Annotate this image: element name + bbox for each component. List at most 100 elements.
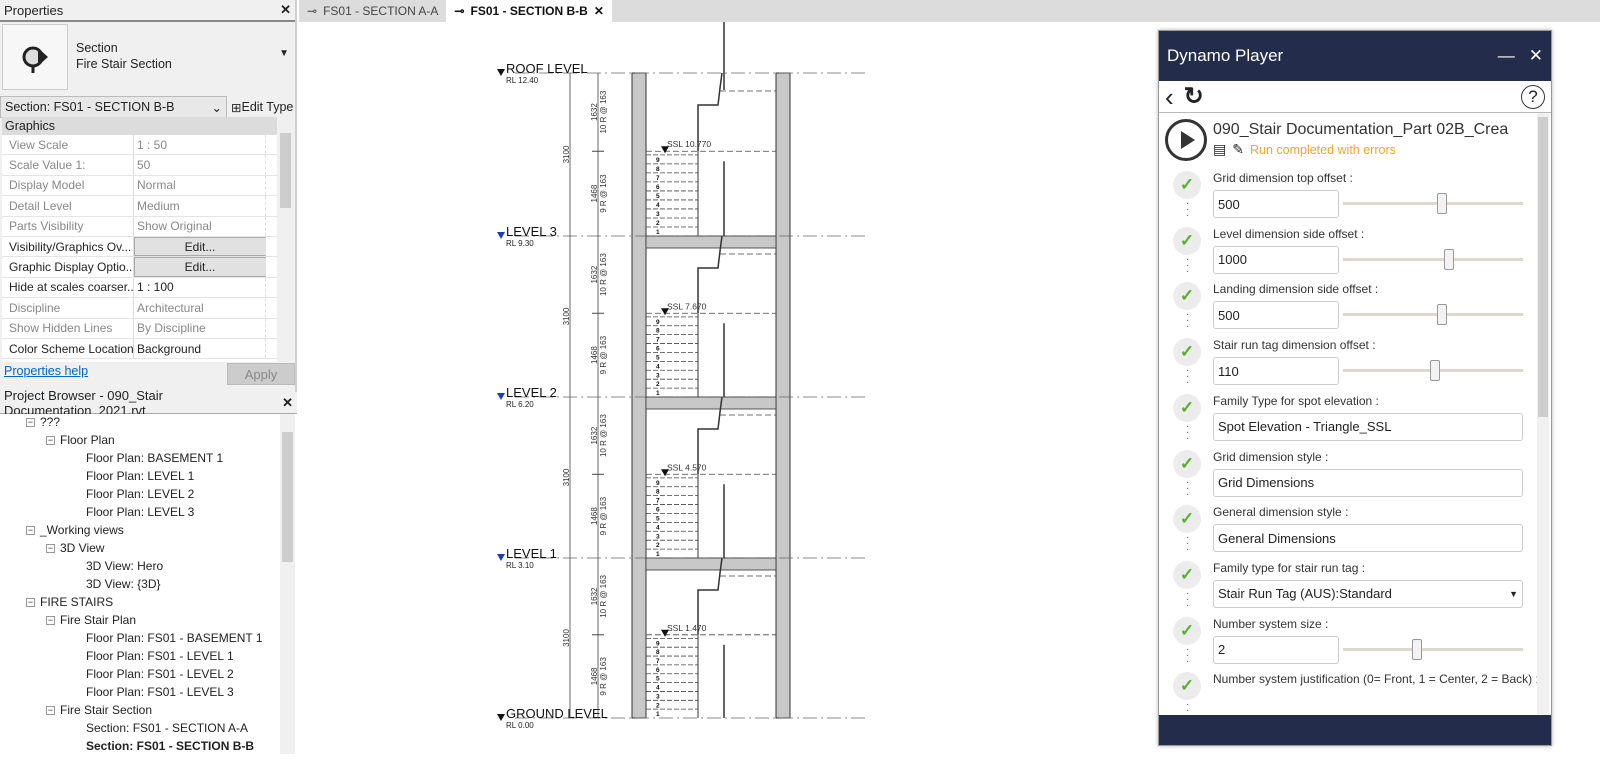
level-marker-icon (497, 393, 505, 400)
number-input[interactable]: 110 (1213, 357, 1339, 386)
slider-thumb[interactable] (1437, 193, 1447, 214)
property-name: Display Model (2, 175, 134, 196)
tree-item[interactable]: −??? (26, 414, 60, 431)
slider[interactable] (1343, 638, 1523, 660)
input-label: Landing dimension side offset : (1213, 282, 1379, 297)
slider-thumb[interactable] (1429, 360, 1440, 382)
instance-selector[interactable]: Section: FS01 - SECTION B-B⌄ (0, 96, 227, 118)
apply-button[interactable]: Apply (227, 363, 295, 385)
edit-type-button[interactable]: ⊞Edit Type (227, 96, 293, 118)
tree-item[interactable]: Floor Plan: LEVEL 2 (86, 485, 194, 503)
close-tab-icon[interactable]: ✕ (593, 4, 604, 18)
slider[interactable] (1343, 360, 1523, 382)
text-input[interactable]: Spot Elevation - Triangle_SSL (1213, 412, 1523, 441)
tree-item[interactable]: −_Working views (26, 521, 124, 539)
tab-view[interactable]: ⊸FS01 - SECTION A-A (299, 0, 446, 22)
tree-item[interactable]: Floor Plan: FS01 - BASEMENT 1 (86, 629, 263, 647)
minimize-icon[interactable]: — (1497, 46, 1515, 65)
help-icon[interactable]: ? (1521, 84, 1545, 109)
tree-item[interactable]: 3D View: {3D} (86, 575, 161, 593)
slider[interactable] (1343, 193, 1523, 214)
collapse-icon[interactable]: − (26, 416, 35, 427)
number-input[interactable]: 1000 (1213, 245, 1339, 274)
tab-label: FS01 - SECTION B-B (470, 4, 588, 18)
dynamo-scrollbar[interactable] (1537, 113, 1549, 716)
tree-item[interactable]: Floor Plan: LEVEL 3 (86, 503, 194, 521)
spot-elevation-label: SSL 4.570 (667, 462, 707, 472)
browser-scrollbar[interactable] (280, 414, 295, 754)
save-icon[interactable]: ▤ (1213, 141, 1227, 157)
property-row: Hide at scales coarser...1 : 100 (2, 277, 277, 299)
tree-item[interactable]: −Fire Stair Plan (46, 611, 136, 629)
collapse-icon[interactable]: − (26, 596, 35, 607)
property-name: Scale Value 1: (2, 155, 134, 175)
edit-button[interactable]: Edit... (134, 257, 266, 277)
collapse-icon[interactable]: − (46, 614, 55, 625)
tree-item[interactable]: Section: FS01 - SECTION B-B (86, 737, 254, 755)
tree-item-label: Fire Stair Plan (60, 613, 137, 627)
tree-item[interactable]: −Fire Stair Section (46, 701, 152, 719)
back-icon[interactable]: ‹ (1165, 81, 1174, 112)
input-field-group: Stair run tag dimension offset :110 (1213, 337, 1543, 386)
property-value: By Discipline (134, 318, 266, 338)
tree-item[interactable]: −Floor Plan (46, 431, 115, 449)
slider[interactable] (1343, 304, 1523, 326)
number-input[interactable]: 500 (1213, 301, 1339, 330)
tab-view[interactable]: ⊸FS01 - SECTION B-B✕ (446, 0, 612, 22)
close-icon[interactable]: ✕ (1528, 46, 1543, 65)
text-input[interactable]: Grid Dimensions (1213, 468, 1523, 497)
collapse-icon[interactable]: − (46, 542, 55, 553)
chevron-down-icon: ⌄ (211, 100, 222, 115)
riser-number: 8 (656, 649, 660, 656)
tree-item[interactable]: −FIRE STAIRS (26, 593, 113, 611)
tree-item[interactable]: Floor Plan: FS01 - LEVEL 1 (86, 647, 234, 665)
text-input[interactable]: General Dimensions (1213, 524, 1523, 553)
tree-item[interactable]: Floor Plan: FS01 - LEVEL 2 (86, 665, 234, 683)
close-icon[interactable]: ✕ (280, 2, 291, 17)
wall-left (631, 72, 647, 719)
property-value: Medium (134, 196, 266, 216)
property-name: View Scale (2, 135, 134, 155)
close-icon[interactable]: ✕ (282, 394, 293, 410)
tree-item[interactable]: Floor Plan: LEVEL 1 (86, 467, 194, 485)
collapse-icon[interactable]: − (46, 434, 55, 445)
family-type-select[interactable]: Stair Run Tag (AUS):Standard▼ (1213, 579, 1523, 608)
input-label: Grid dimension style : (1213, 449, 1329, 464)
properties-help-link[interactable]: Properties help (4, 364, 89, 378)
slider[interactable] (1343, 248, 1523, 270)
tree-item[interactable]: Section: FS01 - SECTION A-A (86, 719, 248, 737)
refresh-icon[interactable]: ↻ (1183, 83, 1204, 110)
level-rl: RL 0.00 (506, 721, 534, 730)
property-value[interactable]: Background (134, 338, 266, 359)
riser-number: 9 (656, 640, 660, 647)
number-input[interactable]: 2 (1213, 635, 1339, 664)
tree-item-label: Floor Plan: FS01 - BASEMENT 1 (86, 631, 263, 645)
level-rl: RL 6.20 (506, 400, 534, 409)
properties-scrollbar[interactable] (278, 117, 293, 362)
riser-number: 1 (656, 711, 660, 718)
floor-slab (645, 557, 777, 571)
slider-thumb[interactable] (1437, 304, 1447, 326)
input-label: General dimension style : (1213, 505, 1349, 520)
check-icon: ✓ (1173, 505, 1201, 534)
dropdown-icon[interactable]: ▼ (279, 48, 289, 59)
number-input[interactable]: 500 (1213, 190, 1339, 218)
tree-item[interactable]: Floor Plan: FS01 - LEVEL 3 (86, 683, 234, 701)
tree-item[interactable]: Floor Plan: BASEMENT 1 (86, 449, 223, 467)
tree-item[interactable]: −3D View (46, 539, 104, 557)
collapse-icon[interactable]: − (46, 704, 55, 715)
browser-title: Project Browser - 090_Stair Documentatio… (4, 387, 163, 418)
property-value[interactable]: 1 : 100 (134, 277, 266, 298)
tree-item[interactable]: 3D View: Hero (86, 557, 163, 575)
collapse-icon[interactable]: − (26, 524, 35, 535)
edit-button[interactable]: Edit... (134, 236, 266, 257)
edit-icon[interactable]: ✎ (1232, 141, 1244, 157)
riser-number: 5 (656, 676, 660, 683)
run-button[interactable] (1165, 119, 1207, 161)
group-graphics[interactable]: Graphics (2, 117, 277, 135)
slider-thumb[interactable] (1411, 638, 1422, 660)
riser-number: 3 (656, 211, 660, 218)
slider-thumb[interactable] (1444, 248, 1455, 270)
